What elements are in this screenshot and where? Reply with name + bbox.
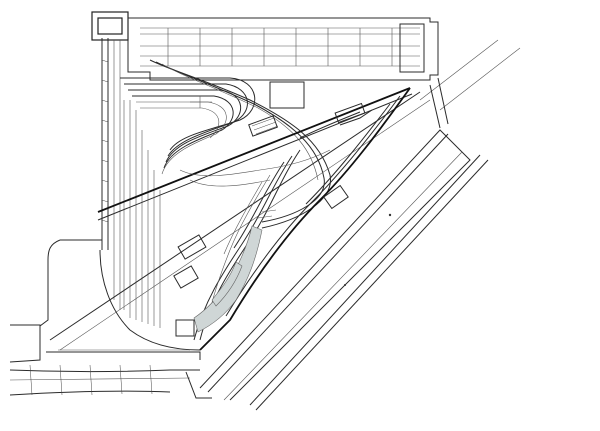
street-edge bbox=[9, 324, 212, 399]
ramp-strip-hatching bbox=[123, 100, 161, 328]
shaded-gallery-area bbox=[193, 225, 263, 333]
eastern-road bbox=[199, 39, 521, 411]
lower-parcel-outline bbox=[39, 239, 201, 360]
site-markers bbox=[190, 96, 392, 286]
flowing-ramp-lines bbox=[120, 59, 331, 229]
diagonal-axes bbox=[49, 87, 431, 351]
core-blocks bbox=[173, 102, 366, 337]
museum-main-volume bbox=[179, 87, 411, 351]
west-boundary-wall bbox=[101, 38, 121, 310]
barracks-building bbox=[91, 11, 439, 109]
